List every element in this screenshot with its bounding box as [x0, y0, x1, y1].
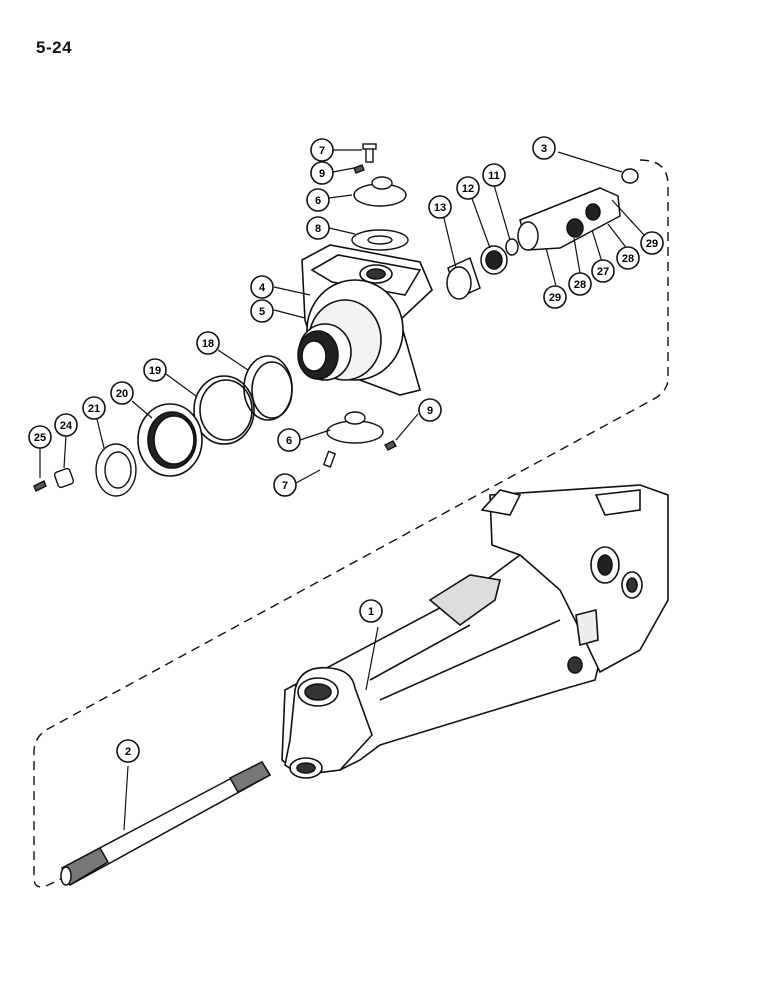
callout-8: 8: [306, 216, 330, 240]
leader-lines: [39, 149, 646, 831]
svg-text:21: 21: [88, 403, 100, 415]
svg-text:3: 3: [541, 143, 547, 155]
page-number: 5-24: [36, 38, 73, 57]
svg-text:28: 28: [574, 279, 586, 291]
svg-text:5: 5: [259, 306, 265, 318]
callout-21: 21: [82, 396, 106, 420]
svg-text:12: 12: [462, 183, 474, 195]
svg-text:6: 6: [315, 195, 321, 207]
svg-text:13: 13: [434, 202, 446, 214]
callout-24: 24: [54, 413, 78, 437]
svg-text:8: 8: [315, 223, 321, 235]
svg-text:18: 18: [202, 338, 214, 350]
lock-nut: [33, 443, 137, 497]
steering-knuckle: [297, 244, 433, 396]
svg-text:9: 9: [427, 405, 433, 417]
svg-text:7: 7: [282, 480, 288, 492]
callout-2: 2: [116, 739, 140, 763]
callout-29: 29: [543, 285, 567, 309]
bearing-rings: [137, 355, 293, 477]
svg-text:19: 19: [149, 365, 161, 377]
axle-housing: [281, 484, 669, 779]
callout-12: 12: [456, 176, 480, 200]
svg-text:24: 24: [60, 420, 73, 432]
callout-29: 29: [640, 231, 664, 255]
callout-9: 9: [310, 161, 334, 185]
dashed-boundary: [33, 159, 669, 888]
callout-6: 6: [277, 428, 301, 452]
callout-3: 3: [532, 136, 556, 160]
callout-9: 9: [418, 398, 442, 422]
callout-1: 1: [359, 599, 383, 623]
callout-7: 7: [310, 138, 334, 162]
callout-20: 20: [110, 381, 134, 405]
callout-28: 28: [568, 272, 592, 296]
svg-text:27: 27: [597, 266, 609, 278]
svg-text:4: 4: [259, 282, 266, 294]
axle-shaft: [60, 761, 272, 887]
callout-11: 11: [482, 163, 506, 187]
callout-7: 7: [273, 473, 297, 497]
svg-text:29: 29: [646, 238, 658, 250]
callout-19: 19: [143, 358, 167, 382]
svg-text:1: 1: [368, 606, 374, 618]
svg-text:25: 25: [34, 432, 46, 444]
callout-25: 25: [28, 425, 52, 449]
svg-text:29: 29: [549, 292, 561, 304]
svg-text:20: 20: [116, 388, 128, 400]
svg-text:11: 11: [488, 170, 500, 182]
svg-text:2: 2: [125, 746, 131, 758]
callout-4: 4: [250, 275, 274, 299]
kingpin-caps: [322, 143, 409, 468]
svg-text:28: 28: [622, 253, 634, 265]
callout-28: 28: [616, 246, 640, 270]
svg-text:7: 7: [319, 145, 325, 157]
svg-text:6: 6: [286, 435, 292, 447]
callout-27: 27: [591, 259, 615, 283]
callout-6: 6: [306, 188, 330, 212]
callout-18: 18: [196, 331, 220, 355]
callout-13: 13: [428, 195, 452, 219]
callout-5: 5: [250, 299, 274, 323]
svg-text:9: 9: [319, 168, 325, 180]
